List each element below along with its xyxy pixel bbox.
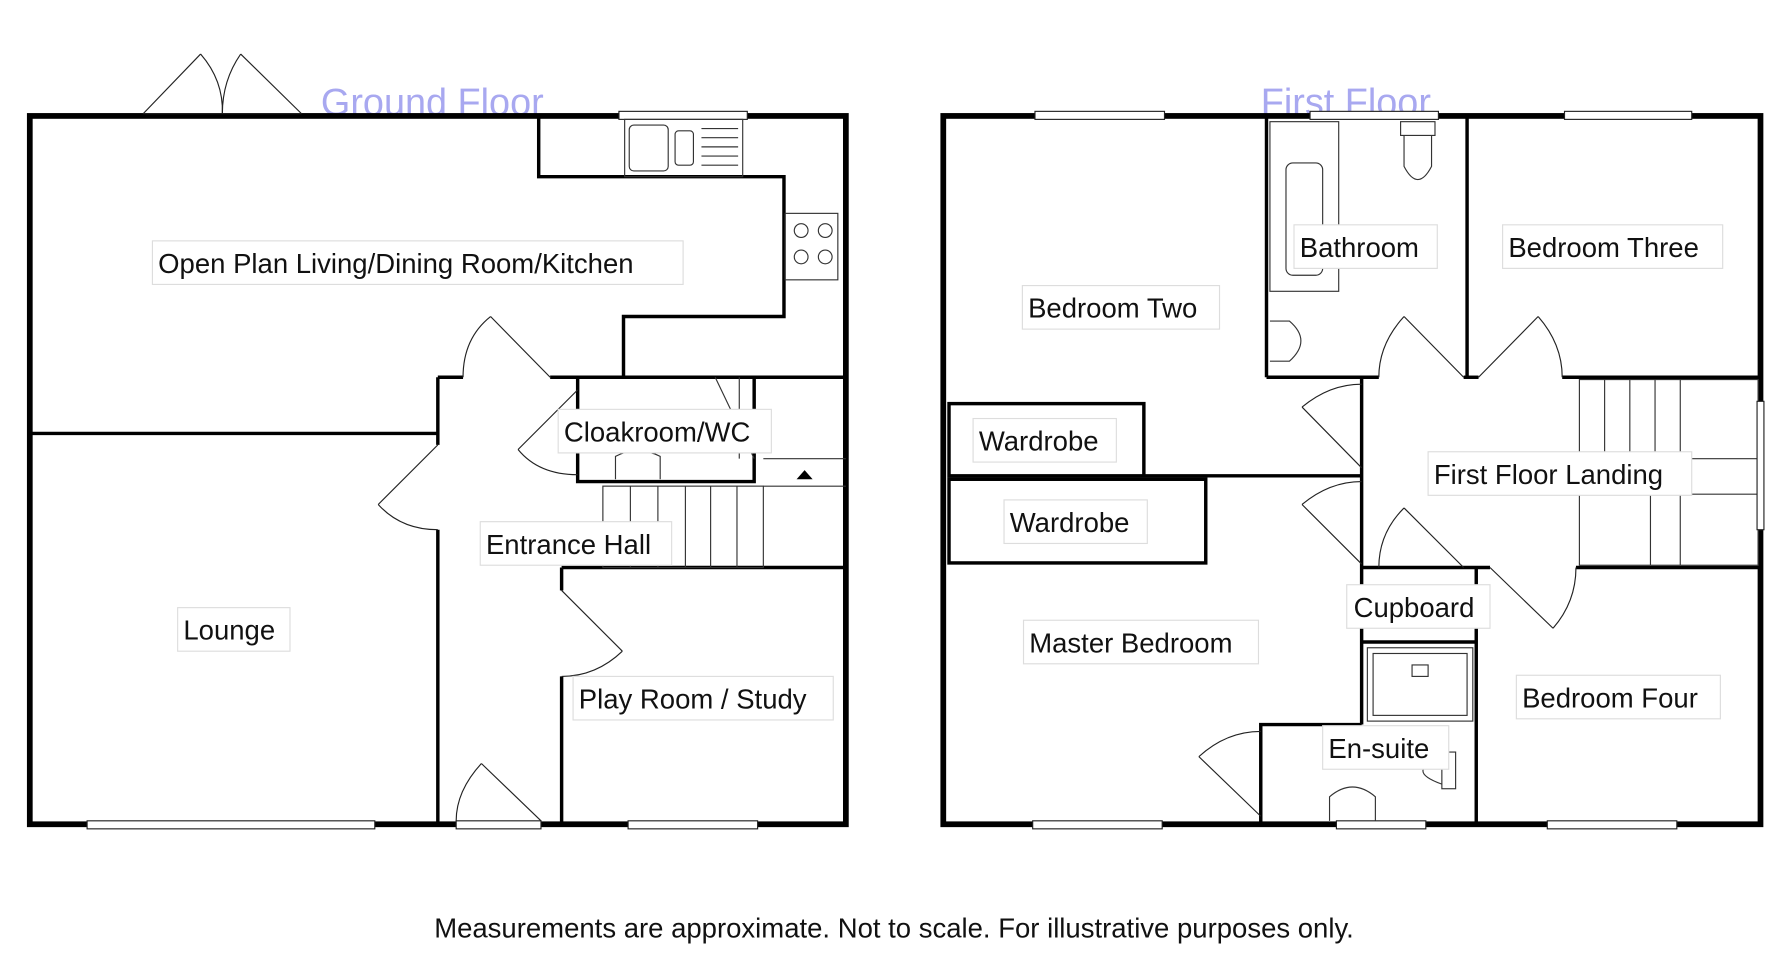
- window: [1032, 820, 1163, 830]
- window: [1563, 110, 1693, 120]
- bath-icon: [1269, 121, 1340, 292]
- ground-doors: [377, 316, 623, 822]
- front-door: [455, 820, 542, 830]
- room-open-plan: Open Plan Living/Dining Room/Kitchen: [158, 248, 633, 279]
- room-master-bedroom: Master Bedroom: [1029, 627, 1232, 658]
- window: [86, 820, 376, 830]
- room-bedroom-two: Bedroom Two: [1028, 293, 1197, 324]
- room-entrance-hall: Entrance Hall: [486, 529, 651, 560]
- french-doors-icon: [142, 53, 302, 115]
- kitchen-sink-icon: [624, 118, 744, 178]
- disclaimer: Measurements are approximate. Not to sca…: [434, 913, 1354, 944]
- room-labels: Open Plan Living/Dining Room/Kitchen Clo…: [151, 224, 1724, 770]
- window: [1335, 820, 1427, 830]
- basin-icon: [1269, 320, 1376, 821]
- window: [627, 820, 759, 830]
- room-bedroom-three: Bedroom Three: [1508, 232, 1699, 263]
- window: [618, 110, 748, 120]
- room-cloakroom: Cloakroom/WC: [564, 416, 750, 447]
- stairs-up-arrow-icon: [796, 470, 813, 480]
- window: [1034, 110, 1166, 120]
- room-play-room: Play Room / Study: [579, 684, 807, 715]
- room-ensuite: En-suite: [1328, 733, 1429, 764]
- room-bathroom: Bathroom: [1300, 232, 1419, 263]
- shower-icon: [1366, 647, 1474, 722]
- room-landing: First Floor Landing: [1434, 459, 1663, 490]
- room-lounge: Lounge: [183, 615, 275, 646]
- room-cupboard: Cupboard: [1354, 592, 1475, 623]
- cloakroom-basin-icon: [614, 450, 661, 480]
- room-bedroom-four: Bedroom Four: [1522, 682, 1698, 713]
- window: [1546, 820, 1678, 830]
- first-doors: [1198, 316, 1577, 817]
- kitchen-counter: [536, 115, 786, 378]
- room-wardrobe: Wardrobe: [979, 426, 1099, 457]
- first-floor-plan: [940, 110, 1765, 830]
- hob-icon: [784, 212, 839, 281]
- window: [1309, 110, 1439, 120]
- room-wardrobe: Wardrobe: [1010, 507, 1130, 538]
- window: [1756, 400, 1765, 531]
